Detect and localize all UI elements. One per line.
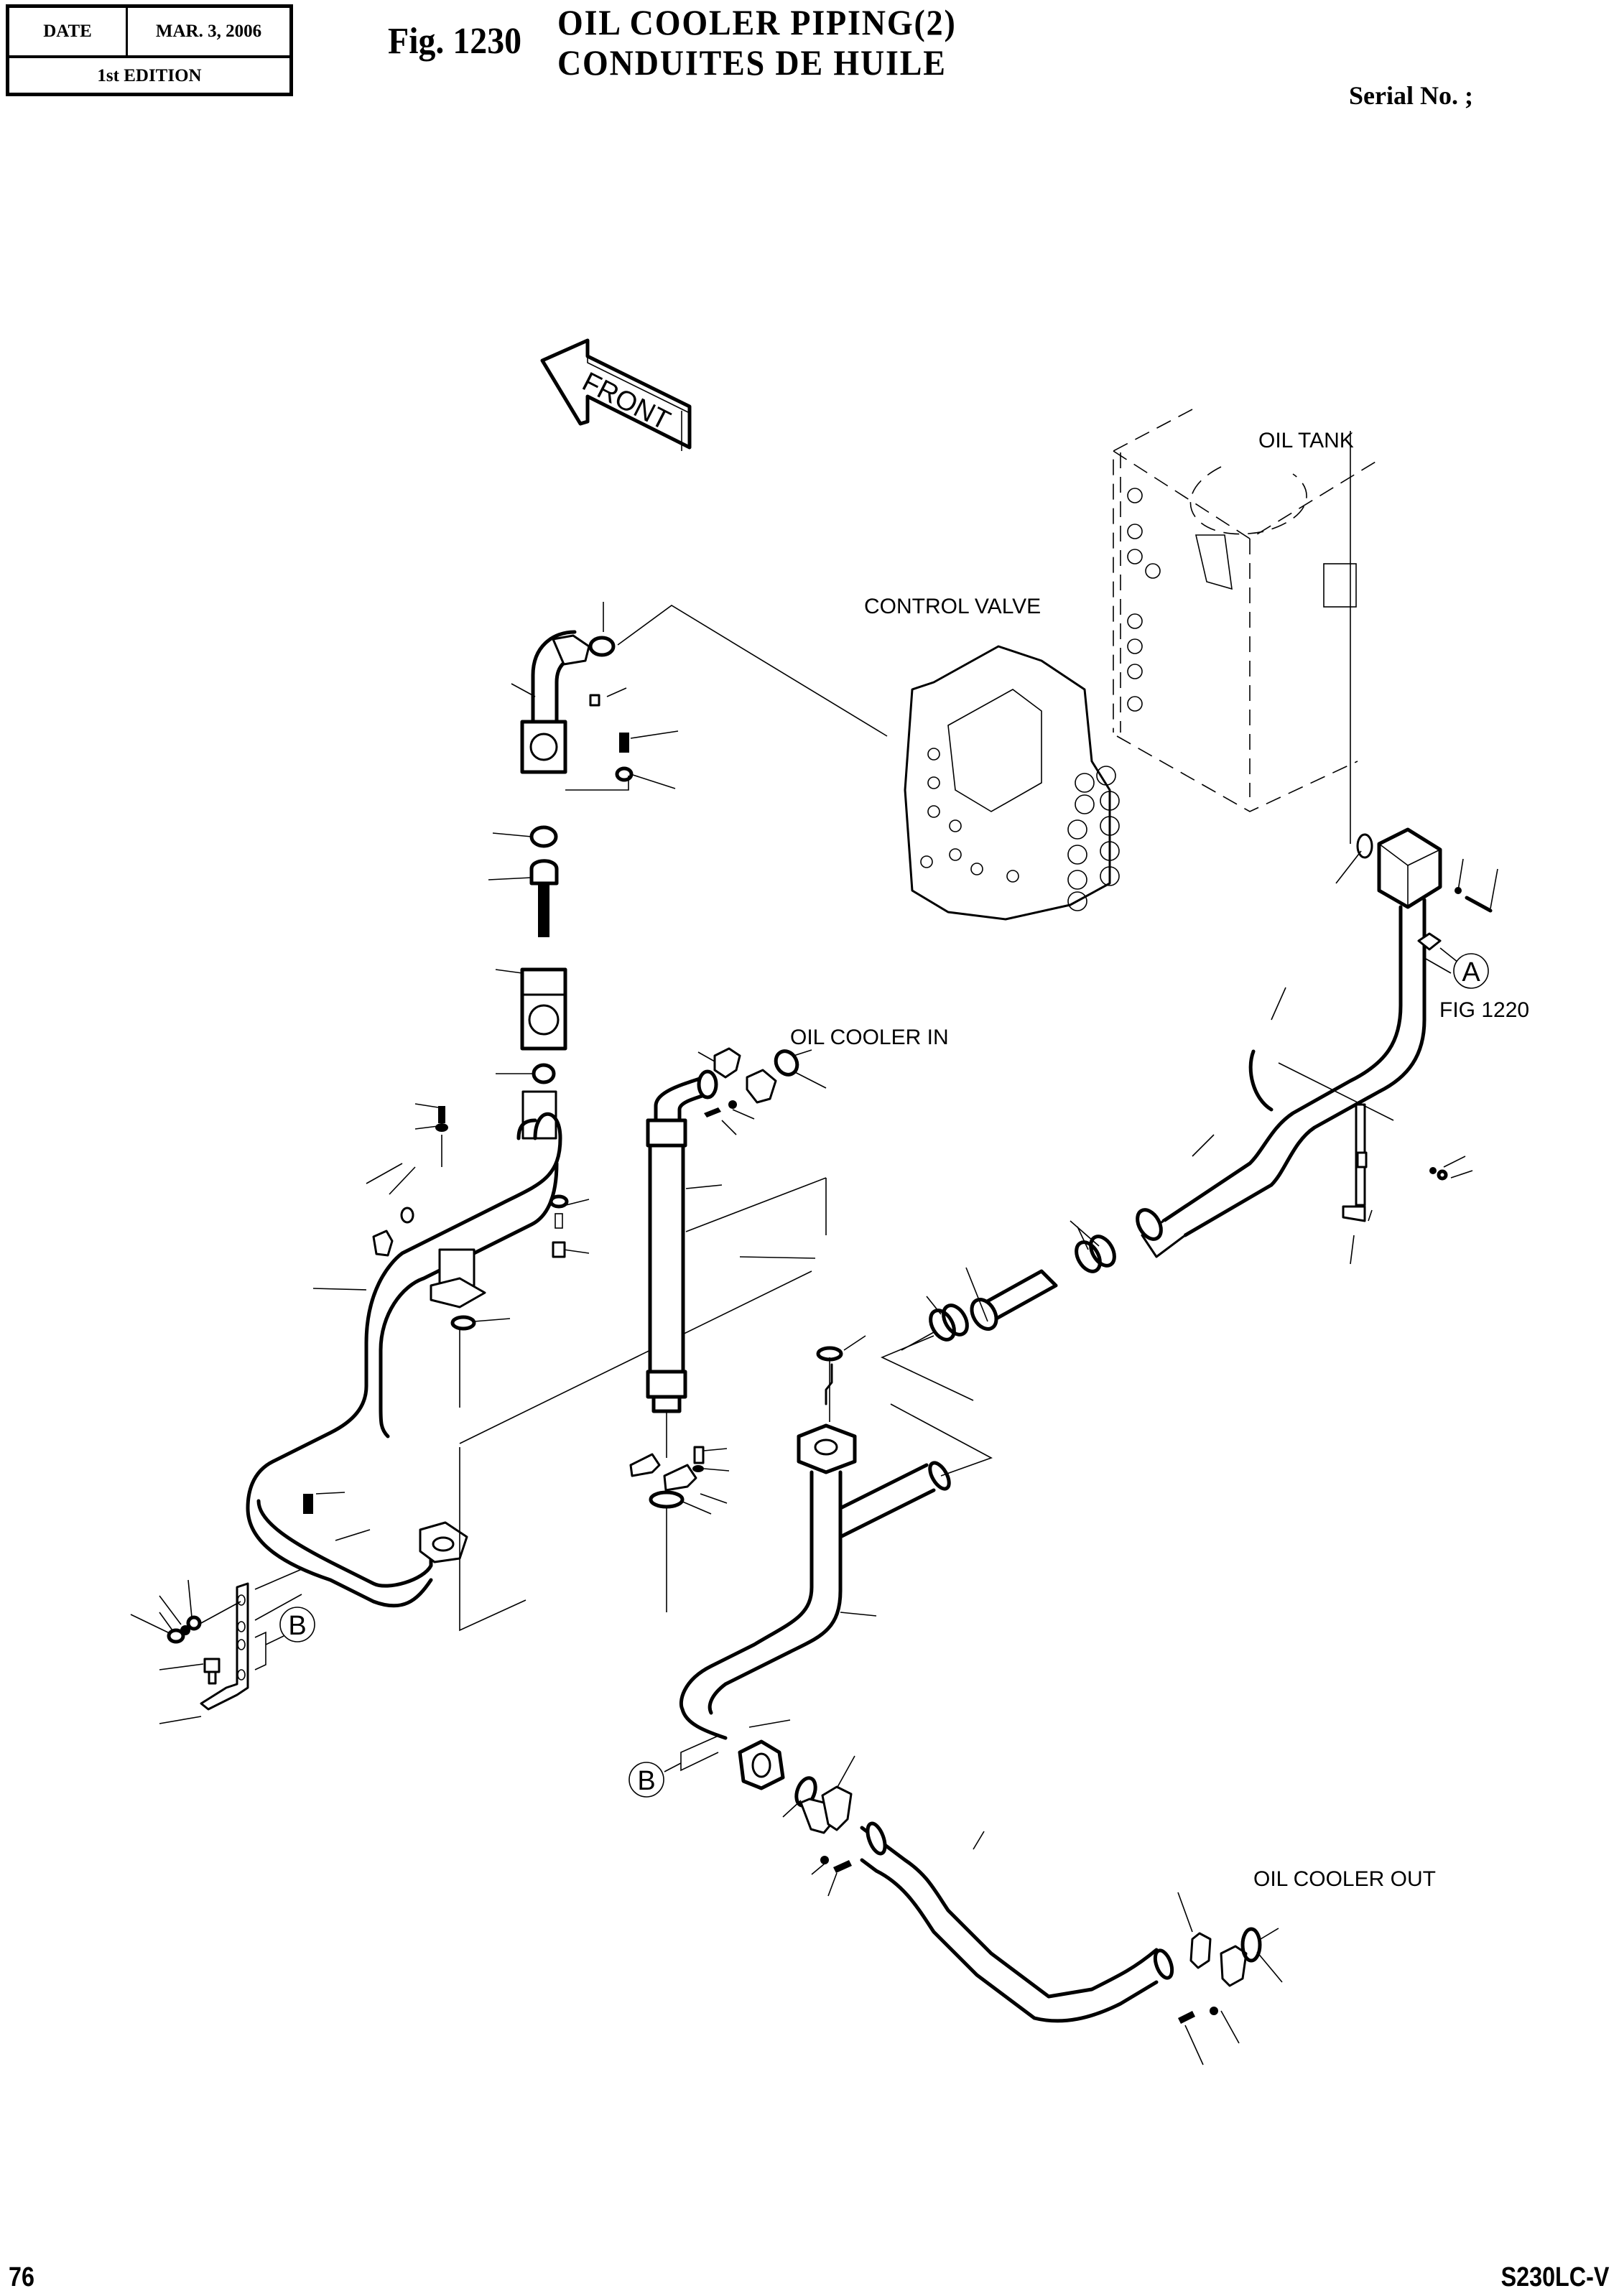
- label-oil-cooler-out: OIL COOLER OUT: [1253, 1867, 1436, 1891]
- rubber-hose-with-clamps: [881, 1208, 1163, 1401]
- control-valve-block: [904, 645, 1120, 921]
- control-valve-elbow-assembly: [488, 602, 888, 1084]
- date-value: MAR. 3, 2006: [155, 22, 262, 41]
- figure-number: Fig. 1230: [388, 21, 522, 62]
- tank-return-pipe: A: [1141, 431, 1498, 1265]
- title-french: CONDUITES DE HUILE: [557, 42, 947, 83]
- label-oil-tank: OIL TANK: [1258, 429, 1354, 452]
- callout-b-left-text: B: [288, 1611, 306, 1641]
- oil-cooler-out-hose: [782, 1755, 1283, 2065]
- date-edition-box: DATE MAR. 3, 2006 1st EDITION: [6, 4, 293, 96]
- callout-b-lower-circle: [628, 1762, 664, 1798]
- oil-cooler-in-hose: [629, 1047, 827, 1612]
- label-control-valve: CONTROL VALVE: [864, 595, 1042, 618]
- callout-a-circle: [1453, 953, 1489, 989]
- edition-label: 1st EDITION: [97, 66, 202, 85]
- date-row: DATE MAR. 3, 2006: [9, 8, 289, 58]
- front-direction-arrow: FRONT: [540, 338, 692, 451]
- left-s-pipe: [246, 1090, 816, 1632]
- callout-b-lower-text: B: [637, 1766, 655, 1796]
- model-number: S230LC-V: [1500, 2262, 1609, 2292]
- left-support-bracket: B: [130, 1568, 315, 1724]
- center-tee-pipe: B: [628, 1335, 993, 1798]
- oil-tank-outline: [1113, 409, 1380, 812]
- callout-b-left-circle: [279, 1607, 315, 1642]
- label-oil-cooler-in: OIL COOLER IN: [790, 1026, 949, 1049]
- serial-number-label: Serial No. ;: [1349, 81, 1473, 110]
- label-fig-1220-reference: FIG 1220: [1439, 998, 1530, 1022]
- date-label: DATE: [9, 8, 128, 55]
- page-number: 76: [9, 2262, 34, 2292]
- callout-a-text: A: [1462, 957, 1480, 987]
- title-english: OIL COOLER PIPING(2): [557, 2, 957, 42]
